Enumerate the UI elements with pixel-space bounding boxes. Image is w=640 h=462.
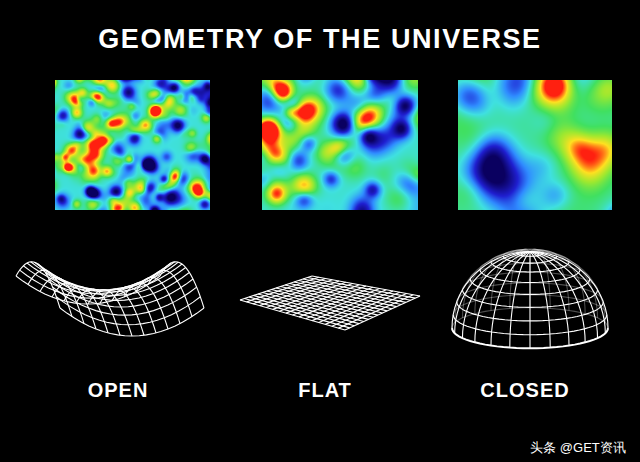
saddle-surface [136, 277, 180, 323]
saddle-surface [124, 283, 168, 329]
saddle-surface [27, 263, 171, 291]
flat-plane [319, 291, 393, 323]
dome-surface [530, 252, 608, 328]
saddle-surface [42, 267, 186, 295]
cmb-maps [55, 80, 612, 210]
flat-plane [303, 279, 411, 300]
dome-surface [510, 252, 530, 348]
watermark: 头条 @GET资讯 [530, 439, 626, 457]
geometry-label: OPEN [88, 379, 149, 402]
dome-surface [452, 252, 530, 328]
saddle-surface [112, 287, 156, 333]
geometry-label: CLOSED [480, 379, 569, 402]
saddle-surface [148, 270, 192, 316]
flat-plane [325, 292, 399, 324]
dome-surface [462, 251, 530, 318]
title: GEOMETRY OF THE UNIVERSE [98, 24, 541, 55]
saddle-surface [28, 270, 72, 316]
saddle-surface [100, 289, 144, 335]
flat-plane [338, 295, 413, 328]
dome-surface [475, 250, 530, 313]
dome-surface [530, 249, 550, 308]
geometry-label: FLAT [298, 379, 352, 402]
saddle-surface [88, 290, 132, 336]
saddle-surface [45, 272, 189, 300]
dome-surface [530, 252, 550, 348]
flat-plane [312, 276, 420, 296]
saddle-surface [16, 262, 60, 308]
dome-surface [529, 249, 530, 308]
dome-surface [530, 250, 585, 313]
dome-surface [462, 252, 530, 339]
saddle-surface [38, 264, 182, 292]
saddle-surface [53, 287, 197, 315]
flat-plane [332, 294, 407, 327]
dome-surface [530, 252, 598, 339]
dome-surface [510, 249, 530, 308]
flat-plane [308, 278, 416, 299]
saddle-surface [160, 262, 204, 308]
geometry-surfaces [16, 249, 608, 348]
cmb-map [262, 80, 418, 210]
saddle-surface [60, 308, 204, 336]
cmb-map [55, 80, 210, 210]
dome-surface [530, 251, 598, 318]
dome-surface [530, 251, 605, 322]
cmb-map [458, 80, 612, 210]
saddle-surface [31, 262, 175, 290]
flat-plane [345, 296, 420, 330]
dome-surface [491, 250, 530, 311]
